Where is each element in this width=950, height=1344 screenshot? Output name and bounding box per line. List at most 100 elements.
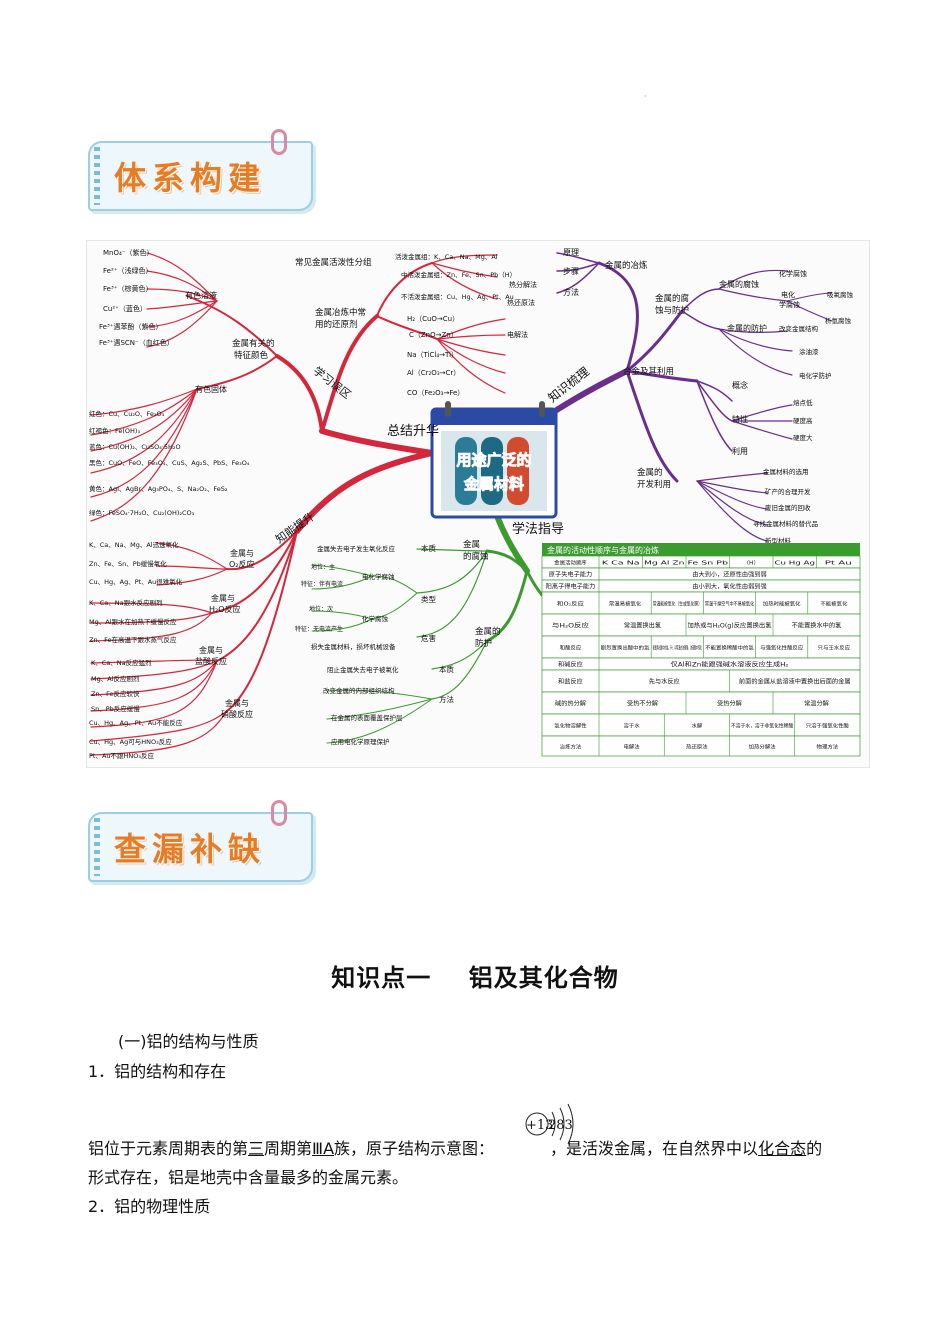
table-cell: 物理方法 [817, 743, 839, 751]
purple-branches [552, 252, 833, 542]
table-row-header: 和O₂反应 [557, 600, 584, 608]
hydrogen-corrosion: 析氢腐蚀 [825, 316, 852, 325]
table-row-header: 和盐反应 [558, 678, 583, 686]
table-cell: 加热时能被氧化 [763, 600, 801, 608]
react-item: Cu、Hg、Ag、Pt、Au不能反应 [89, 718, 183, 727]
table-row-header: 金属活动顺序 [554, 559, 586, 567]
corrosion-label: 金属的腐蚀 [719, 279, 759, 289]
table-cell: 不能置换稀酸中的氢 [705, 644, 754, 652]
red-branches [90, 252, 506, 756]
heading-physical: 2．铝的物理性质 [88, 1197, 211, 1216]
mind-map-canvas: 用途广泛的 金属材料 总结升华 学习误区 知能提升 知识梳理 学法指导 金属有关… [89, 248, 861, 760]
react-item: Zn、Fe反应较快 [91, 689, 140, 698]
protect-item: 改变金属结构 [779, 324, 819, 333]
green-corrosion-group: 金属 [463, 539, 480, 550]
smelting-method: 方法 [563, 287, 579, 297]
react-hcl-label: 金属与 [199, 645, 223, 655]
react-item: Mg、Al反应剧烈 [91, 674, 140, 683]
table-cell: 由大到小，还原性由强到弱 [692, 571, 766, 579]
table-cell: 不溶于水，溶于非氧化性稀酸 [731, 722, 794, 730]
paragraph-structure: 铝位于元素周期表的第三周期第ⅢA族，原子结构示意图：，是活泼金属，在自然界中以化… [88, 1134, 878, 1164]
text-run: 铝位于元素周期表的第 [88, 1139, 249, 1158]
smelting-method-item: 热分解法 [509, 280, 537, 289]
react-item: Sn、Pb反应缓慢 [91, 704, 140, 713]
green-branches [311, 513, 544, 744]
reaction-items: K、Ca、Na、Mg、Al迅速氧化 Zn、Fe、Sn、Pb缓慢氧化 Cu、Hg、… [89, 540, 183, 760]
table-cell: 受热不分解 [627, 700, 658, 708]
table-cell: 只溶于强氧化性酸 [806, 722, 850, 730]
smelting-group: 金属的冶炼 [605, 260, 648, 271]
section-heading: 知识点一 铝及其化合物 [331, 964, 619, 992]
paper-clip-icon [271, 129, 287, 155]
green-essence: 本质 [421, 543, 436, 553]
banner-frame [88, 812, 313, 882]
hub-summary: 总结升华 [387, 424, 439, 439]
react-hno3-label-2: 硝酸反应 [221, 709, 253, 719]
text-run: 族，原子结构示意图： [334, 1139, 495, 1158]
table-row-header: 和碱反应 [558, 661, 583, 669]
table-row-header: 与H₂O反应 [552, 622, 589, 630]
react-item: Zn、Fe、Sn、Pb缓慢氧化 [89, 559, 167, 568]
text-run: 的 [806, 1139, 823, 1158]
center-title-line2: 金属材料 [463, 475, 524, 493]
develop-item: 矿产的合理开发 [765, 487, 811, 496]
table-row-header: 碱的热分解 [555, 700, 586, 708]
table-cell: 电解法 [624, 743, 640, 751]
react-hcl-label-2: 盐酸反应 [195, 656, 227, 666]
green-protect-method-item: 应用电化学原理保护 [331, 737, 390, 746]
table-cell: 先与水反应 [649, 678, 680, 686]
solution-item: MnO₄⁻（紫色） [103, 248, 154, 257]
protect-item: 涂油漆 [799, 347, 819, 356]
react-h2o-label-2: H₂O反应 [209, 604, 241, 614]
alloy-feature-item: 硬度大 [793, 433, 813, 442]
react-item: K、Ca、Na、Mg、Al迅速氧化 [89, 540, 179, 549]
table-row-header: 阳离子得电子能力 [546, 583, 596, 591]
heading-structure: 1．铝的结构和存在 [88, 1062, 227, 1081]
react-h2o-label: 金属与 [211, 593, 235, 603]
activity-items: 活泼金属组：K、Ca、Na、Mg、Al 中活泼金属组：Zn、Fe、Sn、Pb（H… [395, 252, 516, 301]
table-cell: 只与王水反应 [818, 644, 850, 652]
table-cell: 加热或与H₂O(g)反应置换出氢 [688, 622, 772, 630]
smelting-method-item: 电解法 [507, 330, 528, 339]
alloy-group: 合金及其利用 [623, 366, 674, 377]
answer-form: 化合态 [758, 1139, 807, 1158]
react-o2-label-2: O₂反应 [229, 559, 255, 569]
center-title-line1: 用途广泛的 [456, 451, 531, 469]
solid-item: 蓝色：Cu(OH)₂、CuSO₄·5H₂O [89, 442, 181, 451]
solution-item: Fe³⁺遇苯酚（紫色） [99, 322, 162, 331]
green-protect-essence: 本质 [439, 664, 454, 674]
knowledge-mind-map: 用途广泛的 金属材料 总结升华 学习误区 知能提升 知识梳理 学法指导 金属有关… [86, 240, 870, 768]
table-row-header: 和酸反应 [560, 644, 582, 652]
green-protect-method-item: 在金属的表面覆盖保护层 [331, 713, 403, 722]
reduction-group-2: 用的还原剂 [315, 319, 358, 330]
table-cell: 常温置换出氢 [624, 622, 661, 630]
green-electro: 电化学腐蚀 [362, 572, 395, 581]
answer-period: 三 [248, 1139, 265, 1158]
colored-solution-items: MnO₄⁻（紫色） Fe²⁺（浅绿色） Fe³⁺（棕黄色） Cu²⁺（蓝色） F… [99, 248, 174, 347]
alloy-feature: 特性 [732, 414, 748, 424]
alloy-feature-item: 熔点低 [793, 398, 813, 407]
center-calendar-icon: 用途广泛的 金属材料 [430, 401, 558, 519]
green-protect-group-2: 防护 [475, 638, 492, 649]
green-protect-method: 方法 [439, 694, 454, 704]
green-protect-essence-text: 阻止金属失去电子被氧化 [327, 665, 399, 674]
atom-shells: 283 [548, 1118, 573, 1133]
corrosion-protect-group: 金属的腐 [655, 293, 690, 304]
electro-corrosion-2: 学腐蚀 [779, 300, 800, 309]
activity-item: 中活泼金属组：Zn、Fe、Sn、Pb（H） [401, 270, 516, 279]
text-run: ，是活泼金属，在自然界中以 [550, 1139, 759, 1158]
green-type: 类型 [421, 594, 436, 604]
chem-corrosion: 化学腐蚀 [779, 269, 807, 278]
solution-item: Fe²⁺（浅绿色） [103, 266, 152, 275]
table-cell: 受热分解 [717, 700, 742, 708]
react-item: Pt、Au不跟HNO₃反应 [89, 751, 155, 760]
table-cell: 常温干燥空气中不易被氧化 [705, 600, 754, 608]
table-cell: 常温易被氧化 [609, 600, 641, 608]
table-cell: 溶于水 [624, 722, 641, 730]
electro-corrosion: 电化 [781, 290, 795, 299]
green-protect-method-item: 改变金属的内部组织结构 [323, 686, 395, 695]
activity-item: 不活泼金属组：Cu、Hg、Ag、Pt、Au [401, 292, 514, 301]
reduction-item: H₂（CuO→Cu） [407, 315, 459, 323]
develop-items: 金属材料的选用 矿产的合理开发 废旧金属的回收 寻找金属材料的替代品 新型材料 [753, 467, 818, 545]
reduction-item: C（ZnO→Zn） [409, 331, 458, 339]
